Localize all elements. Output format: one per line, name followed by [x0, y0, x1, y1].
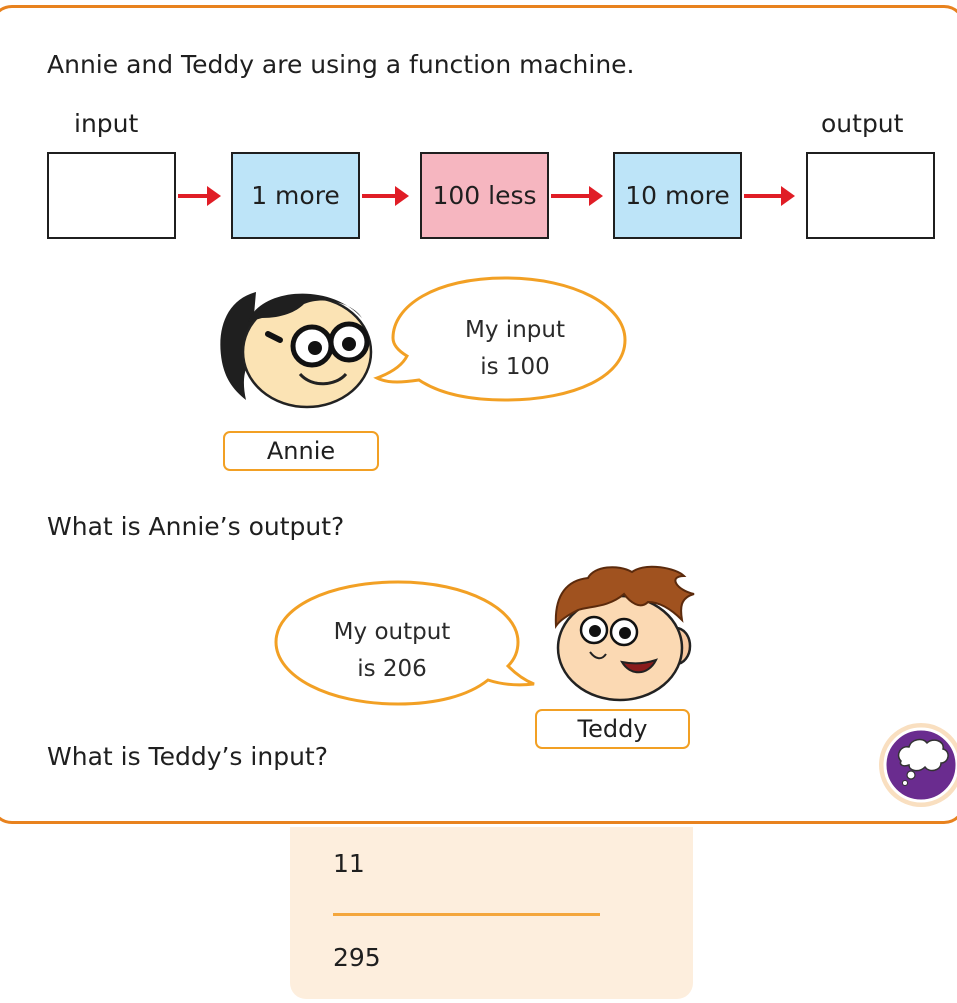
teddy-face-icon — [554, 565, 695, 702]
arrow-4 — [744, 186, 795, 206]
intro-text: Annie and Teddy are using a function mac… — [47, 50, 635, 79]
output-label: output — [821, 109, 904, 138]
answer-1: 11 — [333, 849, 365, 878]
teddy-speech-line1: My output — [333, 619, 451, 645]
annie-face-icon — [220, 292, 373, 409]
step-1-box: 1 more — [231, 152, 360, 239]
input-label: input — [74, 109, 139, 138]
annie-speech-bubble — [373, 276, 627, 402]
arrow-2 — [362, 186, 409, 206]
annie-speech-line2: is 100 — [480, 354, 550, 380]
step-3-box: 10 more — [613, 152, 742, 239]
teddy-speech-bubble — [274, 580, 535, 706]
arrow-3 — [551, 186, 603, 206]
answer-2: 295 — [333, 943, 381, 972]
step-3-label: 10 more — [625, 181, 730, 210]
output-box[interactable] — [806, 152, 935, 239]
answer-divider — [333, 913, 600, 916]
question-1-text: What is Annie’s output? — [47, 512, 345, 541]
teddy-speech-line2: is 206 — [357, 656, 427, 682]
step-2-box: 100 less — [420, 152, 549, 239]
question-2-text: What is Teddy’s input? — [47, 742, 328, 771]
teddy-name-tag: Teddy — [535, 709, 690, 749]
teddy-speech-text: My output is 206 — [292, 614, 492, 688]
annie-name-tag: Annie — [223, 431, 379, 471]
arrow-1 — [178, 186, 221, 206]
answer-panel: 11 295 — [290, 827, 693, 999]
thought-bubble-icon[interactable] — [873, 721, 957, 811]
step-2-label: 100 less — [432, 181, 537, 210]
annie-speech-text: My input is 100 — [415, 312, 615, 386]
input-box[interactable] — [47, 152, 176, 239]
annie-speech-line1: My input — [465, 317, 565, 343]
step-1-label: 1 more — [251, 181, 340, 210]
